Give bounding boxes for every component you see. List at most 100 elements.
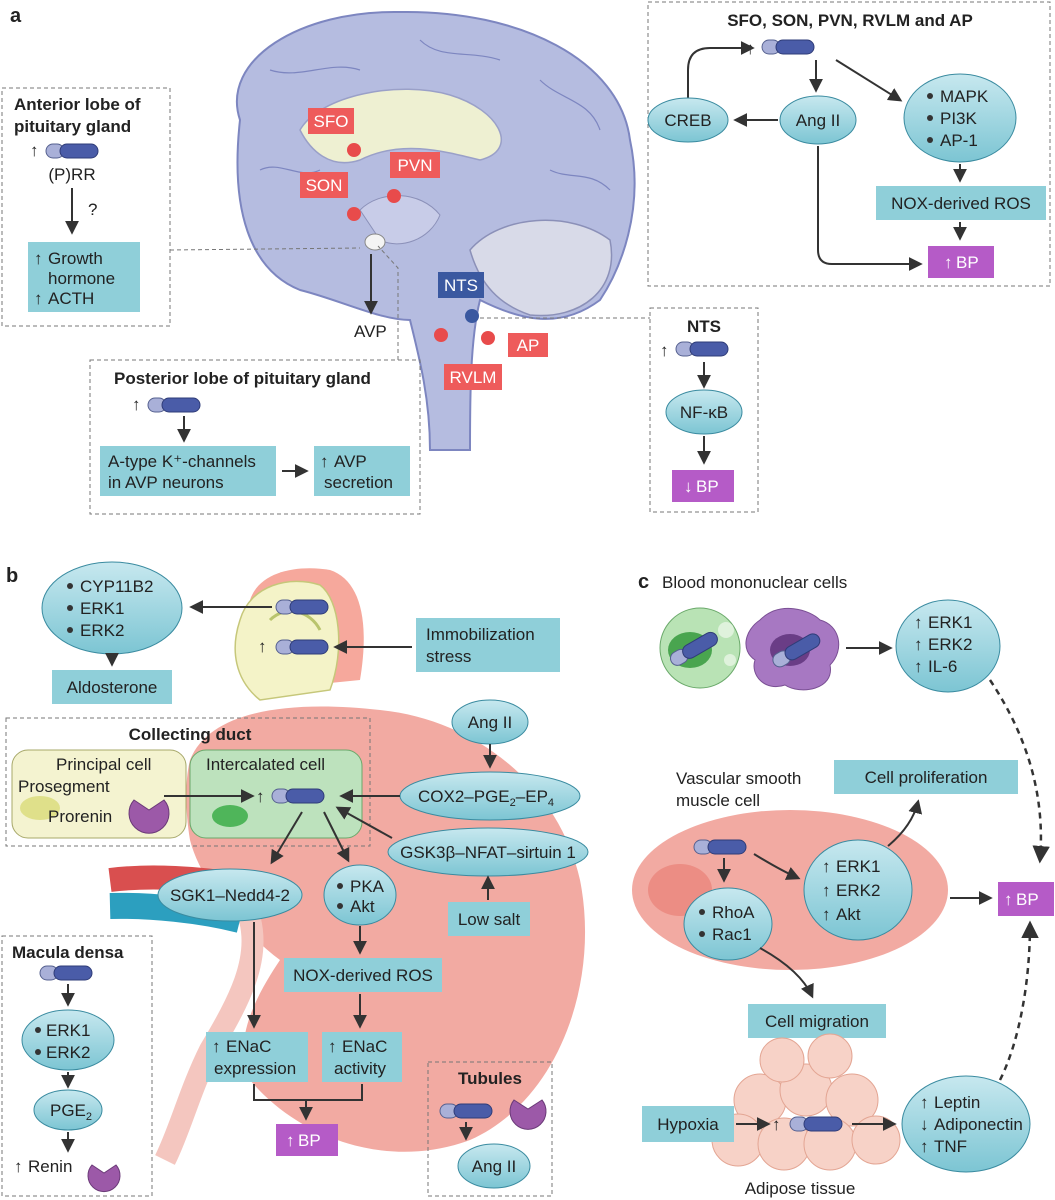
svg-text:↑: ↑ bbox=[256, 787, 265, 806]
svg-text:CREB: CREB bbox=[664, 111, 711, 130]
svg-text:PVN: PVN bbox=[398, 156, 433, 175]
svg-text:Cell proliferation: Cell proliferation bbox=[865, 768, 988, 787]
vsmc-label-2: muscle cell bbox=[676, 791, 760, 810]
svg-text:Macula densa: Macula densa bbox=[12, 943, 124, 962]
cell-proliferation-box bbox=[834, 760, 1018, 794]
pvn-label: PVN bbox=[390, 152, 440, 178]
tubules-box: Tubules Ang II bbox=[427, 1061, 553, 1197]
anterior-title-2: pituitary gland bbox=[14, 117, 131, 136]
svg-text:expression: expression bbox=[214, 1059, 296, 1078]
adrenal-erk1: ERK1 bbox=[80, 599, 124, 618]
svg-text:↑: ↑ bbox=[822, 857, 831, 876]
blood-cells-title: Blood mononuclear cells bbox=[662, 573, 847, 592]
svg-text:↑: ↑ bbox=[914, 613, 923, 632]
sfo-pathway-box: SFO, SON, PVN, RVLM and AP ↑ Ang II CREB… bbox=[647, 1, 1051, 287]
svg-text:Adiponectin: Adiponectin bbox=[934, 1115, 1023, 1134]
svg-text:Renin: Renin bbox=[28, 1157, 72, 1176]
adipose-label: Adipose tissue bbox=[745, 1179, 856, 1198]
svg-text:MAPK: MAPK bbox=[940, 87, 989, 106]
svg-text:Ang II: Ang II bbox=[796, 111, 840, 130]
svg-text:ERK1: ERK1 bbox=[836, 857, 880, 876]
svg-text:A-type K⁺-channels: A-type K⁺-channels bbox=[108, 452, 256, 471]
sgk-node bbox=[157, 868, 303, 922]
nts-pathway-box: NTS ↑ NF-κB ↓ BP bbox=[649, 307, 759, 513]
svg-text:PGE2: PGE2 bbox=[50, 1101, 92, 1123]
posterior-title: Posterior lobe of pituitary gland bbox=[114, 369, 371, 388]
svg-text:↑: ↑ bbox=[944, 253, 953, 272]
svg-text:↑: ↑ bbox=[920, 1137, 929, 1156]
svg-text:NOX-derived ROS: NOX-derived ROS bbox=[293, 966, 433, 985]
svg-text:↑: ↑ bbox=[132, 395, 141, 414]
macula-densa-box: Macula densa ERK1 ERK2 PGE2 ↑ Renin bbox=[1, 935, 153, 1197]
svg-text:hormone: hormone bbox=[48, 269, 115, 288]
vsmc-output-node bbox=[803, 839, 913, 941]
svg-text:↑: ↑ bbox=[914, 635, 923, 654]
svg-text:↑: ↑ bbox=[212, 1037, 221, 1056]
svg-text:Prorenin: Prorenin bbox=[48, 807, 112, 826]
svg-text:↑: ↑ bbox=[320, 452, 329, 471]
svg-text:Prosegment: Prosegment bbox=[18, 777, 110, 796]
vsmc-label-1: Vascular smooth bbox=[676, 769, 801, 788]
svg-text:secretion: secretion bbox=[324, 473, 393, 492]
svg-text:ERK2: ERK2 bbox=[836, 881, 880, 900]
svg-text:↑: ↑ bbox=[660, 341, 669, 360]
svg-text:↑: ↑ bbox=[328, 1037, 337, 1056]
svg-text:↑: ↑ bbox=[914, 657, 923, 676]
svg-text:ERK2: ERK2 bbox=[46, 1043, 90, 1062]
svg-text:RVLM: RVLM bbox=[450, 368, 497, 387]
rvlm-label: RVLM bbox=[444, 364, 502, 390]
svg-text:Tubules: Tubules bbox=[458, 1069, 522, 1088]
svg-text:in AVP neurons: in AVP neurons bbox=[108, 473, 224, 492]
cell-migration-box bbox=[748, 1004, 886, 1038]
nox-ros-box-b bbox=[284, 958, 442, 992]
svg-text:↑: ↑ bbox=[772, 1115, 781, 1134]
svg-text:Akt: Akt bbox=[350, 897, 375, 916]
svg-text:SFO: SFO bbox=[314, 112, 349, 131]
svg-text:PI3K: PI3K bbox=[940, 109, 978, 128]
svg-text:↑: ↑ bbox=[34, 289, 43, 308]
adipose-illustration bbox=[711, 1033, 901, 1171]
bp-box-b bbox=[276, 1124, 338, 1156]
svg-text:NTS: NTS bbox=[444, 276, 478, 295]
svg-text:↓: ↓ bbox=[684, 477, 693, 496]
svg-text:ACTH: ACTH bbox=[48, 289, 94, 308]
panel-c-label: c bbox=[638, 571, 649, 593]
svg-text:AVP: AVP bbox=[334, 452, 367, 471]
collecting-duct-box: Collecting duct Principal cell Intercala… bbox=[5, 717, 371, 847]
svg-text:GSK3β–NFAT–sirtuin 1: GSK3β–NFAT–sirtuin 1 bbox=[400, 843, 576, 862]
enac-activity-box bbox=[322, 1032, 402, 1082]
svg-text:NF-κB: NF-κB bbox=[680, 403, 728, 422]
immobilization-stress-box bbox=[416, 618, 560, 672]
svg-text:Low salt: Low salt bbox=[458, 910, 521, 929]
svg-text:↑: ↑ bbox=[258, 637, 267, 656]
svg-text:Immobilization: Immobilization bbox=[426, 625, 535, 644]
svg-text:RhoA: RhoA bbox=[712, 903, 755, 922]
anterior-title-1: Anterior lobe of bbox=[14, 95, 141, 114]
rhoa-rac1-node bbox=[683, 887, 773, 961]
svg-text:↑: ↑ bbox=[34, 249, 43, 268]
svg-text:Cell migration: Cell migration bbox=[765, 1012, 869, 1031]
sfo-label: SFO bbox=[308, 108, 354, 134]
svg-text:COX2–PGE2–EP4: COX2–PGE2–EP4 bbox=[418, 787, 554, 809]
svg-text:activity: activity bbox=[334, 1059, 386, 1078]
blood-cells-illustration bbox=[659, 607, 840, 691]
svg-text:Rac1: Rac1 bbox=[712, 925, 752, 944]
bp-box-c bbox=[998, 882, 1054, 916]
sfo-box-title: SFO, SON, PVN, RVLM and AP bbox=[727, 11, 973, 30]
svg-text:↑: ↑ bbox=[1004, 890, 1013, 909]
svg-text:PKA: PKA bbox=[350, 877, 385, 896]
svg-text:↑: ↑ bbox=[822, 881, 831, 900]
nts-label: NTS bbox=[438, 272, 484, 298]
enac-expression-box bbox=[206, 1032, 308, 1082]
svg-text:?: ? bbox=[88, 200, 97, 219]
svg-text:NTS: NTS bbox=[687, 317, 721, 336]
svg-text:Intercalated cell: Intercalated cell bbox=[206, 755, 325, 774]
svg-text:Leptin: Leptin bbox=[934, 1093, 980, 1112]
low-salt-box bbox=[448, 902, 530, 936]
svg-text:Ang II: Ang II bbox=[472, 1157, 516, 1176]
posterior-lobe-box: Posterior lobe of pituitary gland ↑ A-ty… bbox=[89, 359, 421, 515]
svg-text:ERK2: ERK2 bbox=[928, 635, 972, 654]
svg-text:BP: BP bbox=[298, 1131, 321, 1150]
svg-text:↑: ↑ bbox=[822, 905, 831, 924]
